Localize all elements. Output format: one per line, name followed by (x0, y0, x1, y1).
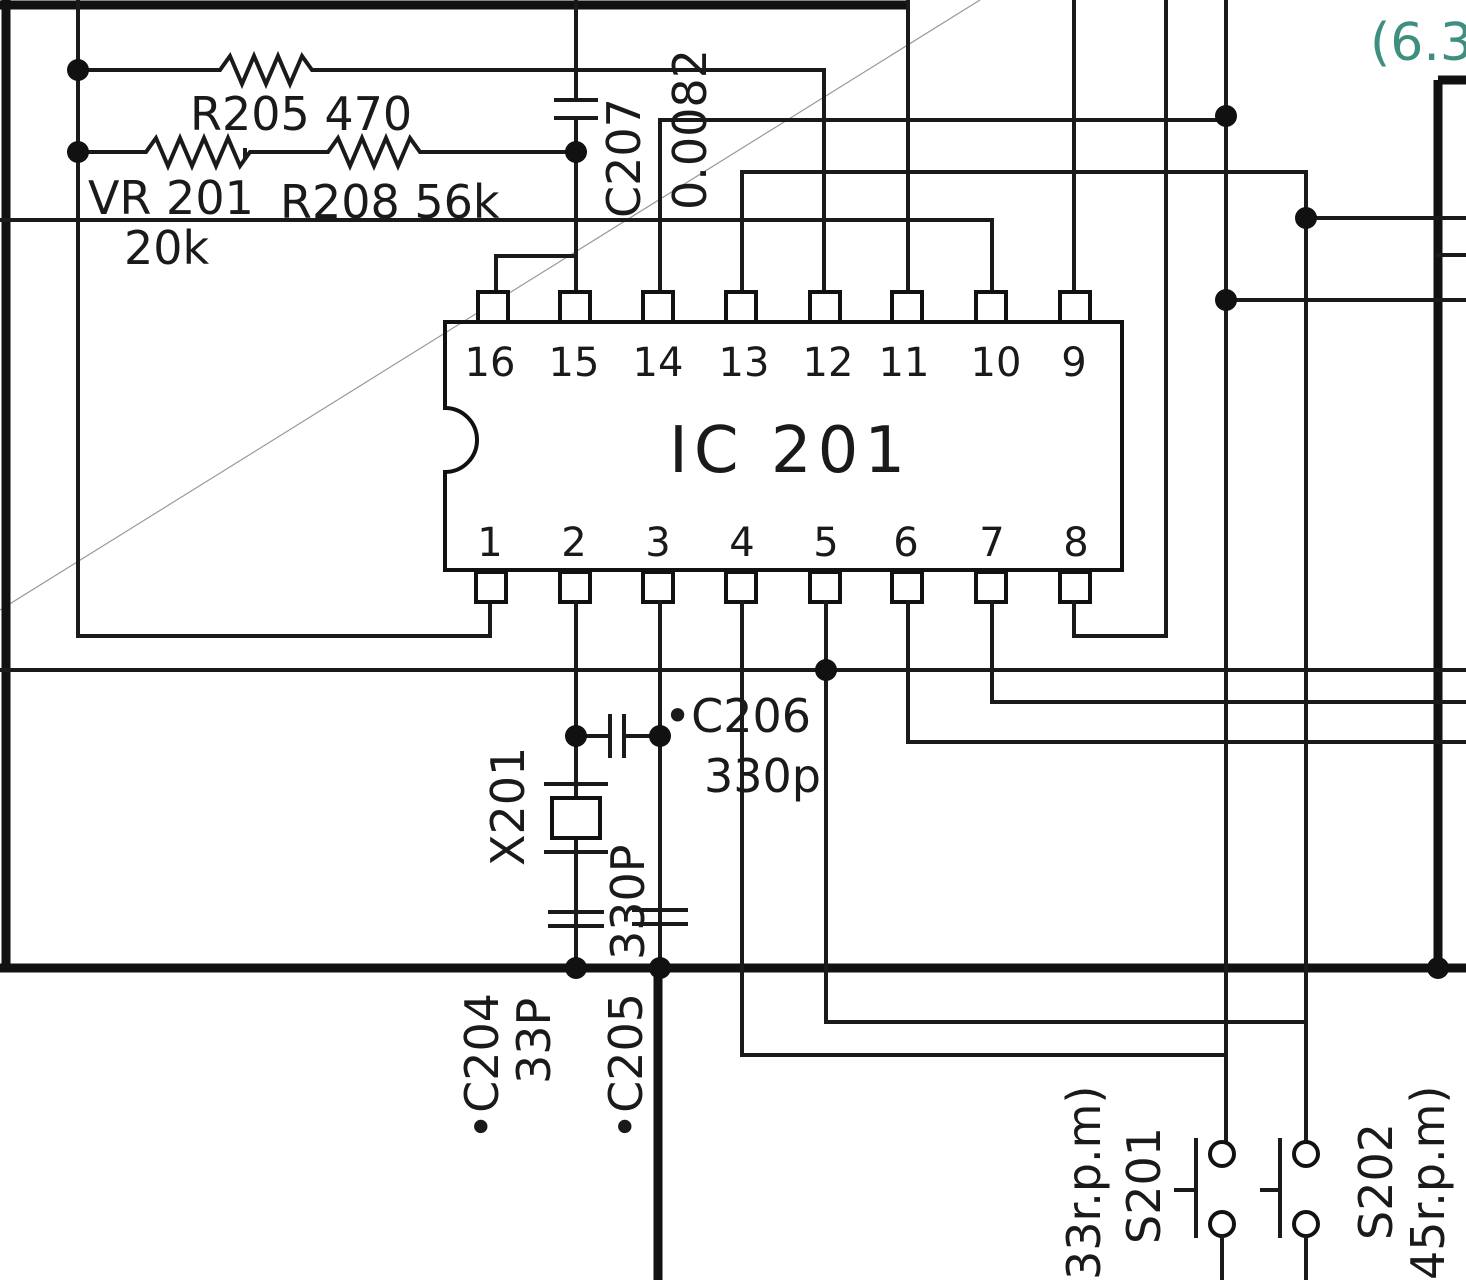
s201-speed: 33r.p.m) (1057, 1086, 1111, 1280)
c207-label: C207 (597, 98, 651, 218)
pin-number: 16 (465, 340, 516, 386)
pin-number: 3 (645, 520, 670, 566)
corner-note: (6.3 (1370, 13, 1466, 73)
pin-number: 1 (477, 520, 502, 566)
junction-dots (67, 59, 1449, 979)
pin-number: 13 (719, 340, 770, 386)
pin-number: 12 (803, 340, 854, 386)
pin-number: 7 (979, 520, 1004, 566)
s202-speed: 45r.p.m) (1401, 1086, 1455, 1280)
switch-s201 (1174, 1138, 1236, 1280)
s201-label: S201 (1117, 1127, 1171, 1244)
s202-label: S202 (1349, 1123, 1403, 1240)
pin-number: 10 (971, 340, 1022, 386)
c204-value: 33P (507, 998, 561, 1084)
x201-label: X201 (481, 747, 535, 866)
ic-bottom-pin-numbers: 1 2 3 4 5 6 7 8 (477, 520, 1088, 566)
capacitor-c205 (632, 908, 688, 926)
pin-number: 8 (1063, 520, 1088, 566)
r205-label: R205 470 (190, 87, 412, 141)
pin-number: 4 (729, 520, 754, 566)
pin-number: 14 (633, 340, 684, 386)
lower-wiring (0, 0, 1466, 1057)
resistor-network (0, 0, 1466, 1142)
pin-number: 2 (561, 520, 586, 566)
c205-label: •C205 (599, 993, 653, 1140)
crystal-x201 (544, 782, 608, 854)
capacitor-c206 (574, 714, 662, 758)
c206-value: 330p (704, 749, 821, 803)
pin-number: 11 (879, 340, 930, 386)
vr201-label: VR 201 (88, 171, 254, 225)
vr201-value: 20k (124, 221, 210, 275)
pin-number: 5 (813, 520, 838, 566)
pin-number: 15 (549, 340, 600, 386)
switch-s202 (1260, 1138, 1320, 1280)
pin-number: 6 (893, 520, 918, 566)
c204-label: •C204 (455, 993, 509, 1140)
pin-number: 9 (1061, 340, 1086, 386)
ic-top-pin-numbers: 16 15 14 13 12 11 10 9 (465, 340, 1087, 386)
capacitor-c204 (548, 910, 604, 928)
c206-label: •C206 (664, 689, 811, 743)
c205-value: 330P (601, 844, 655, 960)
c207-value: 0.0082 (663, 49, 717, 210)
ic-name: IC 201 (669, 414, 911, 488)
r208-label: R208 56k (280, 175, 500, 229)
